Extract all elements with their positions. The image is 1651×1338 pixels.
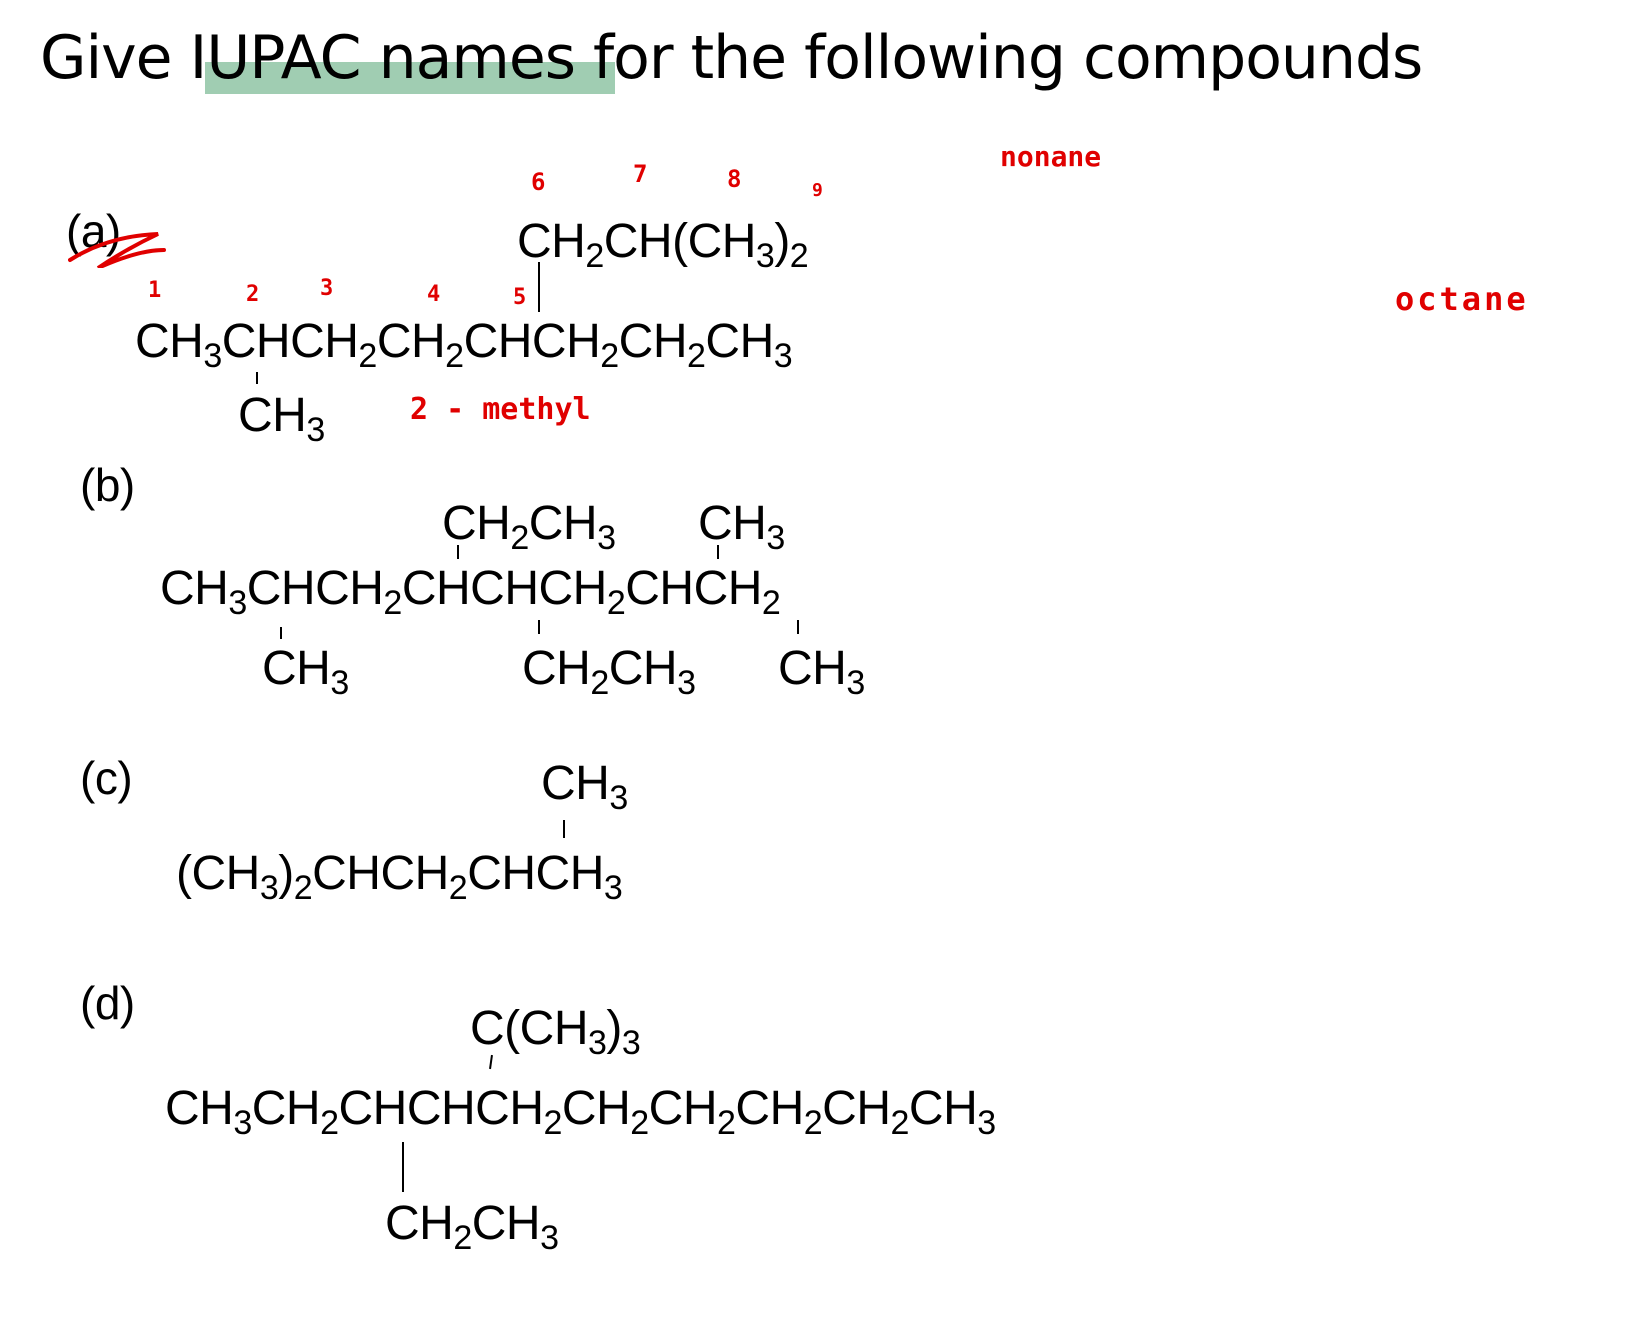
- problem-b-branch-bottom-1: CH3: [262, 642, 349, 702]
- problem-b-label: (b): [80, 459, 135, 511]
- bond-line: [563, 820, 565, 838]
- problem-b-branch-bottom-3: CH3: [778, 642, 865, 702]
- problem-d-branch-top: C(CH3)3: [470, 1002, 641, 1062]
- problem-d-branch-bottom: CH2CH3: [385, 1197, 559, 1257]
- bond-line: [717, 545, 719, 559]
- bond-line: [402, 1142, 404, 1192]
- bond-line: [538, 620, 540, 634]
- page-title: Give IUPAC names for the following compo…: [40, 23, 1423, 93]
- title-highlight: [205, 62, 615, 94]
- problem-b-main-chain: CH3CHCH2CHCHCH2CHCH2: [160, 562, 781, 622]
- bond-line: [280, 627, 282, 639]
- problem-a-branch-bottom: CH3: [238, 389, 325, 449]
- bond-line: [256, 372, 258, 384]
- problem-c-branch-top: CH3: [541, 757, 628, 817]
- strikeout-mark-icon: [68, 232, 166, 268]
- substituent-note: 2 - methyl: [410, 392, 591, 427]
- carbon-number-8: 8: [727, 165, 742, 193]
- carbon-number-6: 6: [531, 168, 546, 196]
- problem-a-main-chain: CH3CHCH2CH2CHCH2CH2CH3: [135, 315, 793, 375]
- problem-d-main-chain: CH3CH2CHCHCH2CH2CH2CH2CH2CH3: [165, 1082, 996, 1142]
- problem-d-label: (d): [80, 977, 135, 1029]
- carbon-number-7: 7: [633, 160, 648, 188]
- problem-a-branch-top: CH2CH(CH3)2: [517, 215, 809, 275]
- carbon-number-3: 3: [320, 276, 334, 301]
- problem-c-label: (c): [80, 752, 133, 804]
- parent-note-nonane: nonane: [1000, 140, 1102, 173]
- carbon-number-5: 5: [513, 285, 527, 310]
- bond-line: [457, 545, 459, 559]
- problem-b-branch-top-1: CH2CH3: [442, 497, 616, 557]
- carbon-number-2: 2: [246, 282, 260, 307]
- problem-b-branch-top-2: CH3: [698, 497, 785, 557]
- carbon-number-1: 1: [148, 278, 162, 303]
- problem-b-branch-bottom-2: CH2CH3: [522, 642, 696, 702]
- bond-line: [538, 262, 540, 312]
- carbon-number-4: 4: [427, 282, 441, 307]
- bond-line: [797, 620, 799, 634]
- bond-line: [489, 1054, 493, 1070]
- problem-c-main-chain: (CH3)2CHCH2CHCH3: [176, 847, 623, 907]
- parent-note-octane: octane: [1395, 280, 1529, 318]
- carbon-number-9: 9: [812, 180, 823, 201]
